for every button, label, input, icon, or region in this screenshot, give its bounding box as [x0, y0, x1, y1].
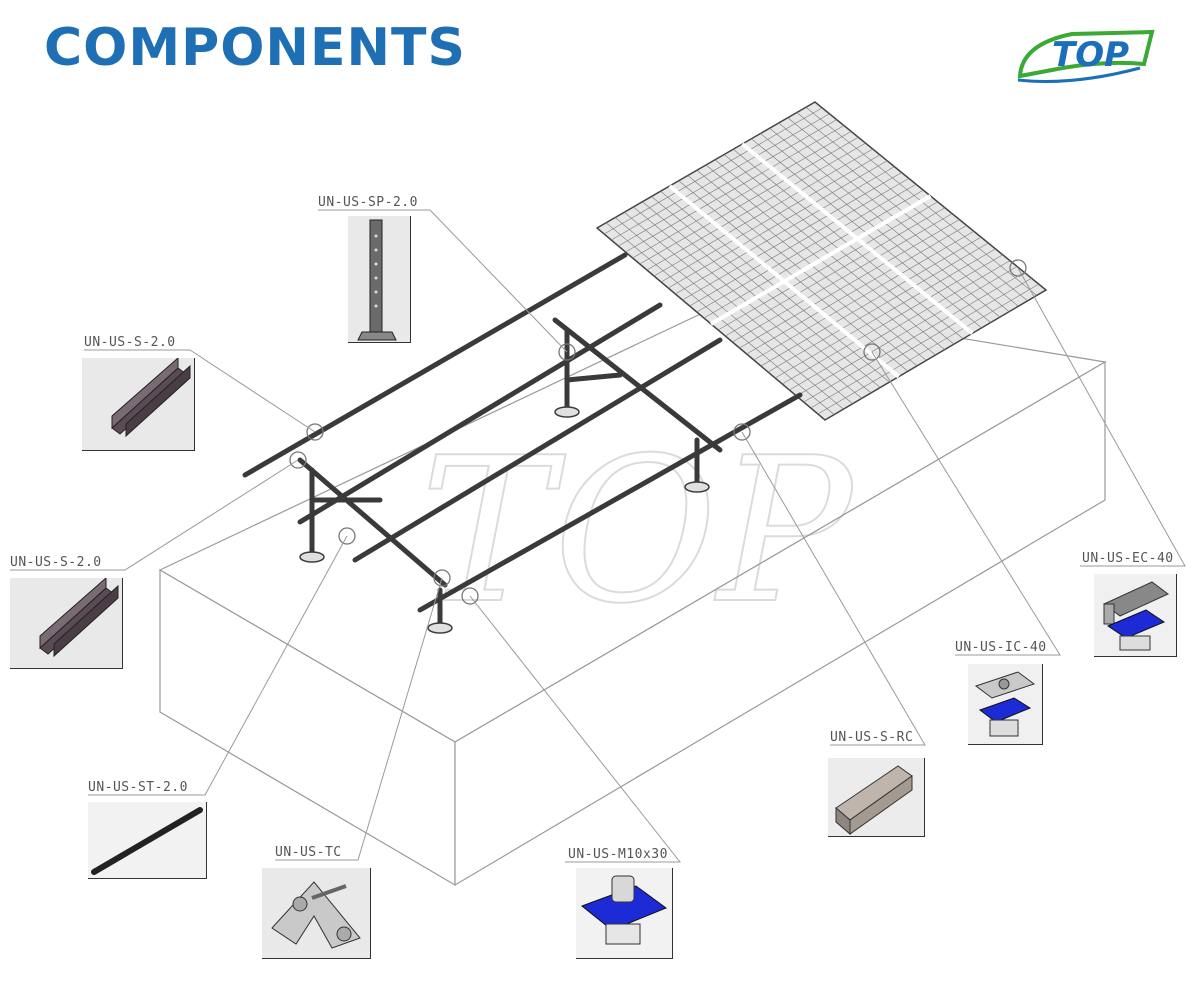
thumb-strut-bar [88, 802, 207, 879]
callout-label-ic: UN-US-IC-40 [955, 640, 1047, 655]
rail [417, 392, 803, 613]
detail-markers [289, 259, 1027, 605]
rail [352, 337, 723, 563]
mounting-frame [242, 252, 803, 628]
callout-label-st: UN-US-ST-2.0 [88, 780, 188, 795]
thumb-inter-clamp [968, 664, 1043, 745]
brand-logo: TOP [1012, 24, 1162, 94]
callout-label-s-upper: UN-US-S-2.0 [84, 335, 176, 350]
thumb-bolt-clamp [576, 868, 673, 959]
brace [564, 372, 623, 383]
callout-label-s-lower: UN-US-S-2.0 [10, 555, 102, 570]
thumb-rail-profile-lower [10, 578, 123, 669]
page-title: COMPONENTS [44, 18, 466, 78]
rail [242, 252, 628, 478]
leader-lines [10, 209, 1186, 863]
callout-label-tc: UN-US-TC [275, 845, 342, 860]
thumb-rail-profile-upper [82, 358, 195, 451]
callout-label-sp: UN-US-SP-2.0 [318, 195, 418, 210]
concrete-ballast-block [158, 299, 1107, 887]
cross-member [552, 317, 723, 453]
thumb-rail-connector [828, 758, 925, 837]
thumb-triangle-connector [262, 868, 371, 959]
callout-label-m10: UN-US-M10x30 [568, 847, 668, 862]
rail [297, 302, 663, 525]
post-base-plates [299, 406, 710, 634]
thumb-end-clamp [1094, 574, 1177, 657]
solar-panel-array [595, 101, 1048, 421]
svg-text:TOP: TOP [420, 415, 855, 648]
logo-text: TOP [1052, 35, 1130, 75]
logo-swoosh-icon [1017, 29, 1155, 83]
callout-label-rc: UN-US-S-RC [830, 730, 914, 745]
cross-member [297, 457, 448, 588]
thumb-support-post [348, 216, 411, 343]
callout-label-ec: UN-US-EC-40 [1082, 551, 1174, 566]
watermark: TOP [419, 414, 856, 649]
